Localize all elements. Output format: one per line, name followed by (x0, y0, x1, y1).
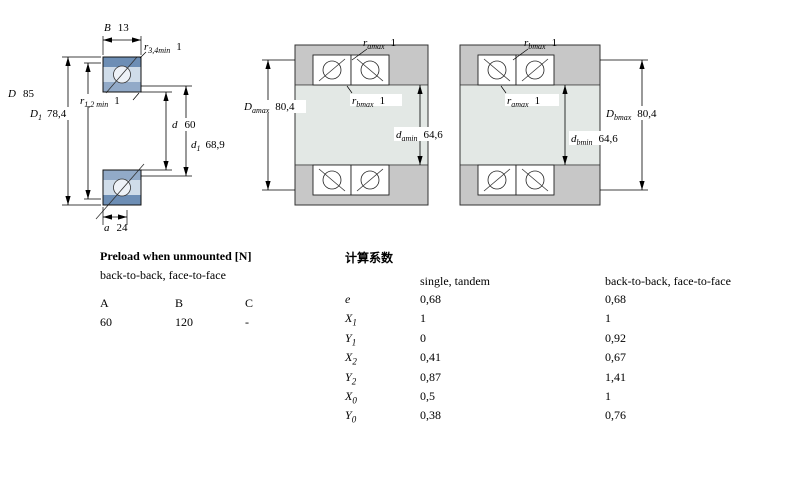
preload-table: A B C 60 120 - (100, 296, 305, 330)
factor-value-paired: 0,67 (605, 350, 626, 365)
factors-table: single, tandem back-to-back, face-to-fac… (345, 274, 775, 425)
ball-bottom (113, 178, 131, 197)
factors-col2-header: back-to-back, face-to-face (605, 274, 731, 288)
calculation-factors-section: 计算系数 single, tandem back-to-back, face-t… (345, 249, 775, 425)
preload-header-A: A (100, 296, 109, 310)
factor-value-single: 0,38 (420, 408, 441, 423)
preload-subtitle: back-to-back, face-to-face (100, 268, 226, 282)
factors-col1-header: single, tandem (420, 274, 490, 288)
factor-value-single: 0,41 (420, 350, 441, 365)
preload-value-A: 60 (100, 315, 112, 329)
mounting-figure-face-to-face (459, 44, 601, 206)
preload-title: Preload when unmounted [N] (100, 249, 252, 263)
factor-value-paired: 1 (605, 388, 611, 403)
factor-value-single: 1 (420, 311, 426, 326)
preload-value-B: 120 (175, 315, 193, 329)
cross-section-dimension-lines (62, 36, 192, 225)
mounting-dimension-lines (262, 48, 648, 191)
preload-header-B: B (175, 296, 184, 310)
bearing-top-section (102, 56, 142, 94)
factor-value-paired: 1 (605, 311, 611, 326)
factors-title: 计算系数 (345, 251, 394, 265)
factor-symbol: e (345, 292, 351, 306)
factor-value-single: 0,5 (420, 388, 435, 403)
factor-value-paired: 1,41 (605, 369, 626, 384)
factor-value-single: 0 (420, 330, 426, 345)
factor-symbol: X0 (345, 388, 357, 406)
bearing-bottom-section (95, 163, 145, 220)
factor-value-paired: 0,76 (605, 408, 626, 423)
factor-value-paired: 0,92 (605, 330, 626, 345)
factor-value-paired: 0,68 (605, 292, 626, 306)
preload-header-C: C (245, 296, 254, 310)
preload-section: Preload when unmounted [N] back-to-back,… (100, 249, 305, 330)
factor-symbol: X1 (345, 311, 357, 328)
mounting-figure-back-to-back (294, 44, 429, 206)
factor-value-single: 0,68 (420, 292, 441, 306)
factor-symbol: Y1 (345, 330, 357, 348)
factor-value-single: 0,87 (420, 369, 441, 384)
factor-symbol: X2 (345, 350, 357, 367)
preload-value-C: - (245, 315, 249, 329)
factor-symbol: Y2 (345, 369, 357, 386)
factor-symbol: Y0 (345, 408, 357, 425)
